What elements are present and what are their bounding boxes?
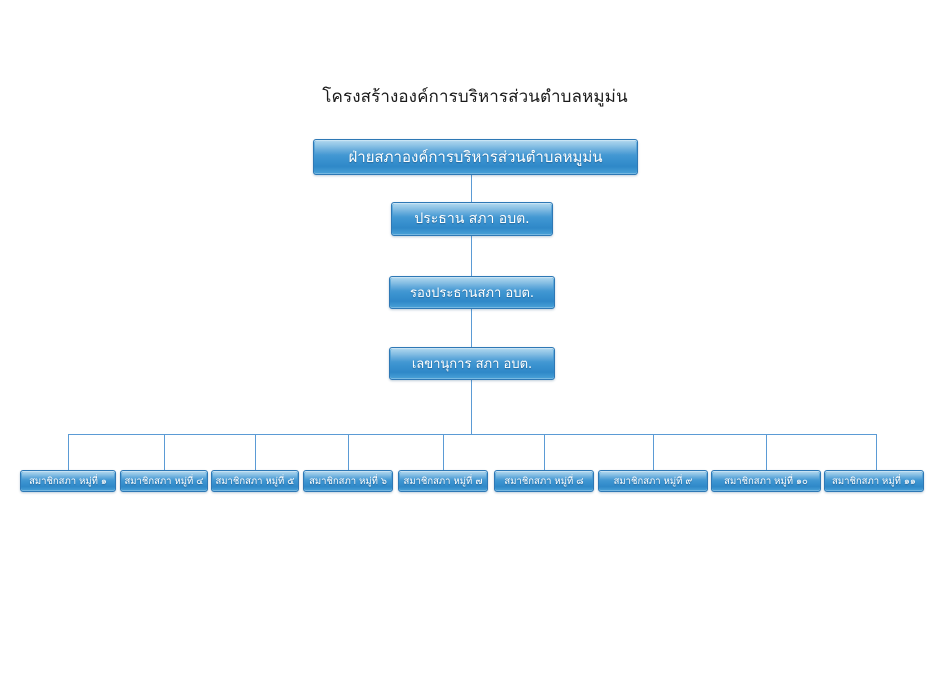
connector-root-to-president: [471, 175, 472, 202]
connector-member-bus: [68, 434, 876, 435]
connector-drop-member-8: [766, 434, 767, 471]
node-council-secretary-label: เลขานุการ สภา อบต.: [411, 357, 533, 372]
node-member-7[interactable]: สมาชิกสภา หมู่ที่ ๙: [598, 470, 708, 492]
node-member-5[interactable]: สมาชิกสภา หมู่ที่ ๗: [398, 470, 488, 492]
node-council-vice-president-label: รองประธานสภา อบต.: [409, 286, 535, 301]
connector-drop-member-1: [68, 434, 69, 471]
connector-drop-member-5: [443, 434, 444, 471]
node-council-root-label: ฝ่ายสภาองค์การบริหารส่วนตำบลหมูม่น: [348, 148, 603, 166]
node-member-4[interactable]: สมาชิกสภา หมู่ที่ ๖: [303, 470, 393, 492]
node-council-secretary[interactable]: เลขานุการ สภา อบต.: [389, 347, 555, 380]
connector-drop-member-4: [348, 434, 349, 471]
node-member-8-label: สมาชิกสภา หมู่ที่ ๑๐: [724, 475, 808, 487]
node-member-9[interactable]: สมาชิกสภา หมู่ที่ ๑๑: [824, 470, 924, 492]
connector-president-to-vice: [471, 236, 472, 276]
connector-drop-member-3: [255, 434, 256, 471]
node-member-3[interactable]: สมาชิกสภา หมู่ที่ ๕: [211, 470, 299, 492]
connector-drop-member-7: [653, 434, 654, 471]
node-member-1[interactable]: สมาชิกสภา หมู่ที่ ๑: [20, 470, 116, 492]
page-title: โครงสร้างองค์การบริหารส่วนตำบลหมูม่น: [322, 87, 628, 107]
node-member-2[interactable]: สมาชิกสภา หมู่ที่ ๔: [120, 470, 208, 492]
node-council-president-label: ประธาน สภา อบต.: [414, 211, 530, 227]
node-council-vice-president[interactable]: รองประธานสภา อบต.: [389, 276, 555, 309]
node-member-4-label: สมาชิกสภา หมู่ที่ ๖: [309, 475, 387, 487]
node-member-6-label: สมาชิกสภา หมู่ที่ ๘: [504, 475, 584, 487]
connector-drop-member-2: [164, 434, 165, 471]
node-member-2-label: สมาชิกสภา หมู่ที่ ๔: [124, 475, 204, 487]
connector-drop-member-9: [876, 434, 877, 471]
node-council-root[interactable]: ฝ่ายสภาองค์การบริหารส่วนตำบลหมูม่น: [313, 139, 638, 175]
node-member-1-label: สมาชิกสภา หมู่ที่ ๑: [29, 475, 107, 487]
connector-secretary-to-bus: [471, 380, 472, 435]
node-member-6[interactable]: สมาชิกสภา หมู่ที่ ๘: [494, 470, 594, 492]
node-member-7-label: สมาชิกสภา หมู่ที่ ๙: [613, 475, 693, 487]
connector-drop-member-6: [544, 434, 545, 471]
node-member-5-label: สมาชิกสภา หมู่ที่ ๗: [403, 475, 483, 487]
node-member-8[interactable]: สมาชิกสภา หมู่ที่ ๑๐: [711, 470, 821, 492]
connector-vice-to-secretary: [471, 309, 472, 347]
node-member-9-label: สมาชิกสภา หมู่ที่ ๑๑: [832, 475, 916, 487]
node-council-president[interactable]: ประธาน สภา อบต.: [391, 202, 553, 236]
node-member-3-label: สมาชิกสภา หมู่ที่ ๕: [215, 475, 295, 487]
